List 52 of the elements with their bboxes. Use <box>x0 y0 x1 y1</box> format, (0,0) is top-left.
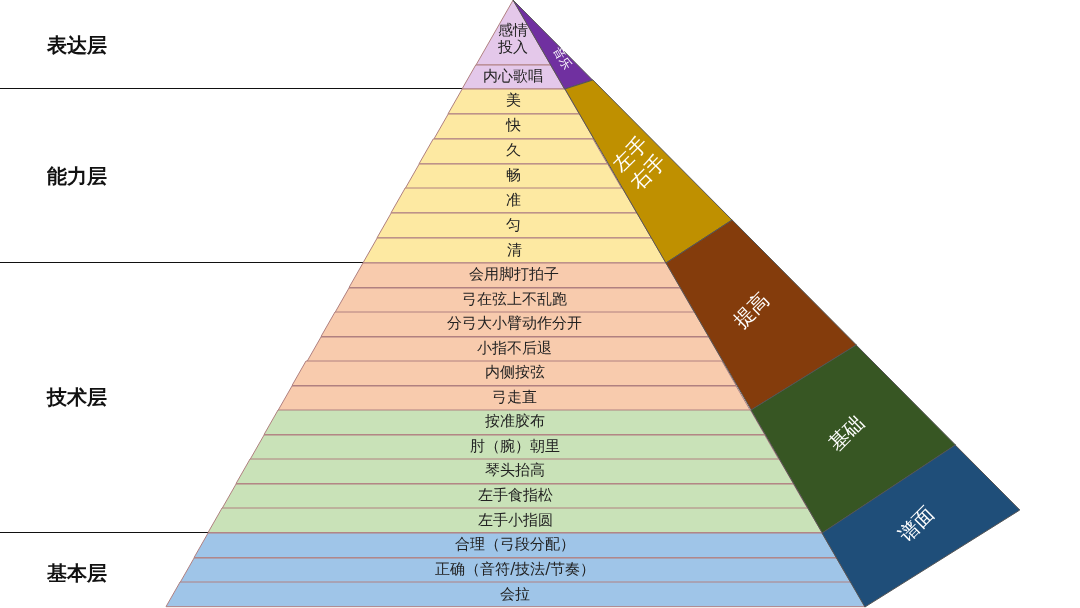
tier-label: 弓在弦上不乱跑 <box>460 290 568 308</box>
pyramid-tier <box>278 385 751 410</box>
band-label: 谱面 <box>891 500 940 549</box>
tier-label: 小指不后退 <box>475 339 553 357</box>
pyramid-tier <box>208 508 823 533</box>
tier-label: 内心歌唱 <box>482 68 545 85</box>
pyramid-tier <box>447 89 579 114</box>
tier-label: 左手食指松 <box>476 487 554 505</box>
pyramid-tier <box>433 113 594 139</box>
band-label: 基础 <box>822 409 870 458</box>
layer-label: 技术层 <box>47 384 107 411</box>
tier-label: 美 <box>504 92 522 110</box>
pyramid-tier <box>320 312 709 337</box>
band-label: 提高 <box>727 285 775 335</box>
tier-label: 左手小指圆 <box>476 511 554 529</box>
side-band <box>513 0 593 89</box>
tier-label: 准 <box>505 191 523 209</box>
tier-label: 久 <box>505 142 523 160</box>
tier-label: 弓走直 <box>491 388 539 406</box>
band-label: 音乐 <box>548 43 576 74</box>
layer-label: 能力层 <box>47 163 107 190</box>
tier-label: 琴头抬高 <box>483 462 546 480</box>
layer-label: 表达层 <box>47 32 107 59</box>
pyramid-tier <box>334 287 694 312</box>
tier-label: 内侧按弦 <box>483 364 546 382</box>
tier-label: 畅 <box>505 167 523 184</box>
band-label: 左手 右手 <box>605 130 672 197</box>
tier-label: 肘（腕）朝里 <box>468 437 561 455</box>
layer-label: 基本层 <box>47 560 107 587</box>
pyramid-tier <box>348 263 680 288</box>
tier-label: 清 <box>505 241 523 259</box>
pyramid-tier <box>306 336 723 361</box>
tier-label: 按准胶布 <box>483 413 546 431</box>
tier-label: 分弓大小臂动作分开 <box>445 315 583 333</box>
pyramid-tier <box>222 483 808 509</box>
pyramid-tier <box>179 557 851 583</box>
tier-label: 会拉 <box>499 585 532 603</box>
side-band <box>564 80 732 263</box>
tier-label: 合理（弓段分配） <box>454 536 577 554</box>
pyramid-tier <box>236 459 794 484</box>
tier-label: 快 <box>504 117 523 135</box>
tier-label: 会用脚打拍子 <box>468 266 561 284</box>
pyramid-tier <box>292 361 737 386</box>
pyramid-tier <box>250 434 780 460</box>
pyramid-tier <box>264 410 766 435</box>
tier-label: 感情投入 <box>498 22 528 56</box>
side-band <box>665 220 856 410</box>
pyramid-tier <box>165 582 866 607</box>
tier-label: 正确（音符/技法/节奏） <box>434 561 597 578</box>
tier-label: 匀 <box>505 216 523 234</box>
pyramid-tier <box>194 533 837 558</box>
pyramid-tier <box>419 138 608 164</box>
